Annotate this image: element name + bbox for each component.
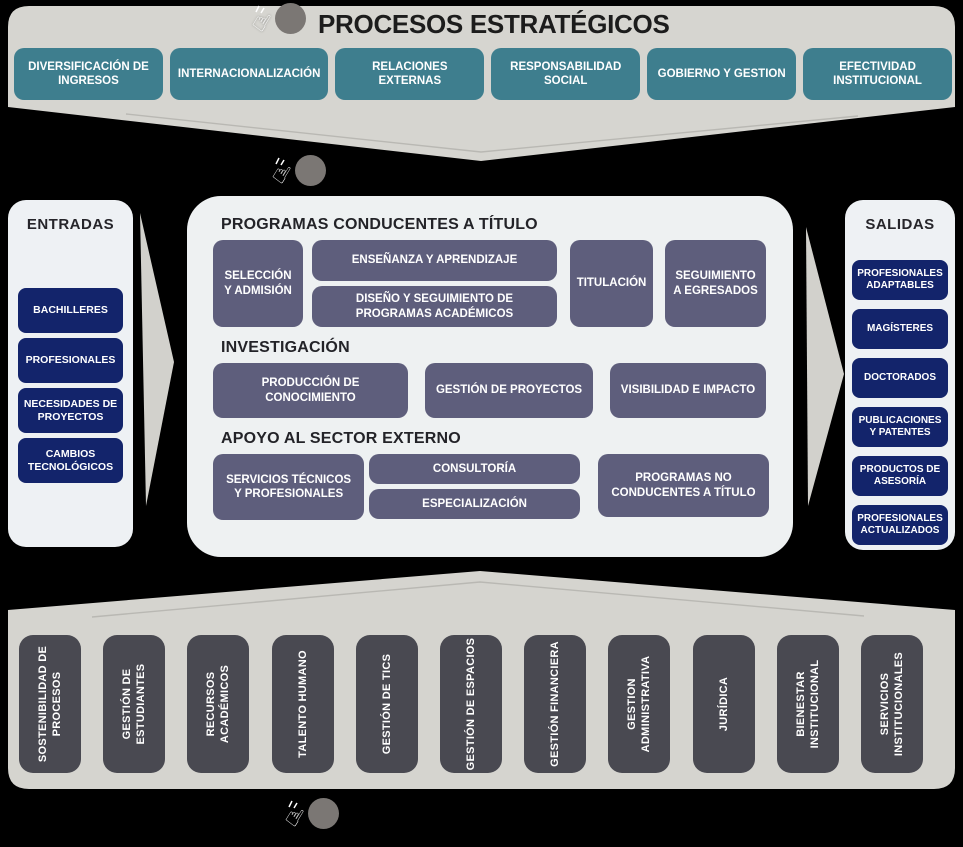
section-title: INVESTIGACIÓN [221,339,350,356]
strategic-btn-efectividad[interactable]: EFECTIVIDAD INSTITUCIONAL [803,48,952,100]
salida-magisteres[interactable]: MAGÍSTERES [852,309,948,349]
support-talento-humano[interactable]: TALENTO HUMANO [271,635,334,773]
support-recursos-academicos[interactable]: RECURSOS ACADÉMICOS [187,635,250,773]
strategic-click-indicator[interactable]: ☝ [247,1,306,47]
support-box-label: RECURSOS ACADÉMICOS [205,664,232,744]
strategic-btn-responsabilidad-social[interactable]: RESPONSABILIDAD SOCIAL [491,48,641,100]
click-ticks-icon [288,800,298,809]
hotspot-dot[interactable] [308,798,339,829]
section-programas-conducentes: PROGRAMAS CONDUCENTES A TÍTULO SELECCIÓN… [213,216,769,327]
entradas-panel: ENTRADAS BACHILLERES PROFESIONALES NECES… [8,200,133,547]
salida-profesionales-adaptables[interactable]: PROFESIONALES ADAPTABLES [852,260,948,300]
hotspot-dot[interactable] [275,3,306,34]
hand-cursor-icon: ☝ [267,157,296,190]
output-flow-arrow [806,227,844,506]
support-box-label: JURÍDICA [717,676,730,732]
support-click-indicator[interactable]: ☝ [280,796,339,842]
section-title: APOYO AL SECTOR EXTERNO [221,430,461,447]
support-gestion-estudiantes[interactable]: GESTIÓN DE ESTUDIANTES [103,635,166,773]
salida-productos-asesoria[interactable]: PRODUCTOS DE ASESORÍA [852,456,948,496]
support-process-row: SOSTENIBILIDAD DE PROCESOS GESTIÓN DE ES… [19,635,923,773]
salida-publicaciones-patentes[interactable]: PUBLICACIONES Y PATENTES [852,407,948,447]
misional-panel: PROGRAMAS CONDUCENTES A TÍTULO SELECCIÓN… [187,196,793,557]
entradas-title: ENTRADAS [26,216,115,233]
misional-click-indicator[interactable]: ☝ [267,153,326,199]
salidas-panel: SALIDAS PROFESIONALES ADAPTABLES MAGÍSTE… [845,200,955,550]
page-title: PROCESOS ESTRATÉGICOS [318,8,670,39]
salida-profesionales-actualizados[interactable]: PROFESIONALES ACTUALIZADOS [852,505,948,545]
support-servicios-institucionales[interactable]: SERVICIOS INSTITUCIONALES [860,635,923,773]
box-visibilidad-impacto[interactable]: VISIBILIDAD E IMPACTO [610,363,766,418]
strategic-btn-gobierno-gestion[interactable]: GOBIERNO Y GESTION [647,48,797,100]
support-box-label: GESTIÓN DE ESPACIOS [464,637,477,771]
entradas-items: BACHILLERES PROFESIONALES NECESIDADES DE… [8,288,133,483]
support-box-label: BIENESTAR INSTITUCIONAL [794,659,821,749]
support-box-label: TALENTO HUMANO [296,650,309,758]
salidas-items: PROFESIONALES ADAPTABLES MAGÍSTERES DOCT… [845,260,955,545]
support-box-label: GESTIÓN DE ESTUDIANTES [120,663,148,745]
entrada-cambios-tecnologicos[interactable]: CAMBIOS TECNOLÓGICOS [18,438,123,483]
salidas-title: SALIDAS [865,216,935,233]
salida-doctorados[interactable]: DOCTORADOS [852,358,948,398]
support-box-label: GESTIÓN DE TICS [380,653,393,755]
strategic-btn-relaciones-externas[interactable]: RELACIONES EXTERNAS [335,48,485,100]
click-ticks-icon [255,5,265,14]
strategic-process-row: DIVERSIFICACIÓN DE INGRESOS INTERNACIONA… [14,48,952,100]
support-gestion-espacios[interactable]: GESTIÓN DE ESPACIOS [439,635,502,773]
box-seleccion-admision[interactable]: SELECCIÓN Y ADMISIÓN [213,240,303,327]
entrada-profesionales[interactable]: PROFESIONALES [18,338,123,383]
section-apoyo-sector-externo: APOYO AL SECTOR EXTERNO SERVICIOS TÉCNIC… [213,430,769,520]
box-diseno-seguimiento[interactable]: DISEÑO Y SEGUIMIENTO DE PROGRAMAS ACADÉM… [312,286,557,327]
support-sostenibilidad-procesos[interactable]: SOSTENIBILIDAD DE PROCESOS [19,635,81,773]
section-title: PROGRAMAS CONDUCENTES A TÍTULO [221,216,538,233]
box-programas-no-conducentes[interactable]: PROGRAMAS NO CONDUCENTES A TÍTULO [597,454,769,517]
input-flow-arrow [140,213,174,506]
page-header: ☝ PROCESOS ESTRATÉGICOS [247,1,670,47]
box-gestion-proyectos[interactable]: GESTIÓN DE PROYECTOS [425,363,593,418]
entrada-necesidades-proyectos[interactable]: NECESIDADES DE PROYECTOS [18,388,123,433]
box-consultoria[interactable]: CONSULTORÍA [369,454,580,484]
hand-cursor-icon: ☝ [247,5,276,38]
box-titulacion[interactable]: TITULACIÓN [570,240,653,327]
support-box-label: SOSTENIBILIDAD DE PROCESOS [36,645,63,763]
support-box-label: SERVICIOS INSTITUCIONALES [878,651,905,757]
hand-cursor-icon: ☝ [280,800,309,833]
support-juridica[interactable]: JURÍDICA [692,635,755,773]
hotspot-dot[interactable] [295,155,326,186]
support-box-label: GESTIÓN FINANCIERA [548,641,561,767]
support-box-label: GESTION ADMINISTRATIVA [626,655,653,753]
section-investigacion: INVESTIGACIÓN PRODUCCIÓN DE CONOCIMIENTO… [213,339,769,418]
support-gestion-administrativa[interactable]: GESTION ADMINISTRATIVA [608,635,671,773]
support-gestion-financiera[interactable]: GESTIÓN FINANCIERA [524,635,587,773]
box-produccion-conocimiento[interactable]: PRODUCCIÓN DE CONOCIMIENTO [213,363,408,418]
strategic-btn-internacionalizacion[interactable]: INTERNACIONALIZACIÓN [169,48,329,100]
strategic-btn-diversificacion[interactable]: DIVERSIFICACIÓN DE INGRESOS [14,48,163,100]
box-ensenanza-aprendizaje[interactable]: ENSEÑANZA Y APRENDIZAJE [312,240,557,281]
click-ticks-icon [275,157,285,166]
entrada-bachilleres[interactable]: BACHILLERES [18,288,123,333]
support-gestion-tics[interactable]: GESTIÓN DE TICS [355,635,418,773]
box-servicios-tecnicos[interactable]: SERVICIOS TÉCNICOS Y PROFESIONALES [213,454,365,520]
box-seguimiento-egresados[interactable]: SEGUIMIENTO A EGRESADOS [665,240,766,327]
support-bienestar-institucional[interactable]: BIENESTAR INSTITUCIONAL [776,635,839,773]
box-especializacion[interactable]: ESPECIALIZACIÓN [369,489,580,519]
